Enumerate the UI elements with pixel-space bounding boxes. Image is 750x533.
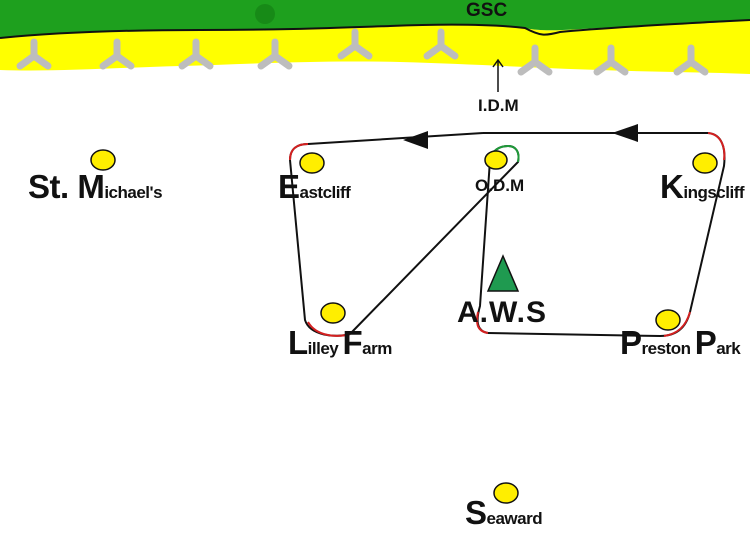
buoy-seaward: [493, 482, 519, 504]
label-rest: arm: [362, 339, 392, 358]
buoy-odm: [484, 150, 508, 170]
odm-label: O.D.M: [475, 176, 525, 195]
buoy-kingscliff: [692, 152, 718, 174]
label-initial: F: [342, 324, 363, 361]
label-rest: ark: [716, 339, 741, 358]
label-initial: P: [620, 324, 642, 361]
label-kingscliff: Kingscliff: [660, 168, 745, 206]
label-initial: E: [278, 168, 300, 205]
groynes: [16, 28, 709, 76]
groyne-icon: [337, 28, 373, 60]
label-initial: S: [465, 494, 487, 531]
buoy-preston-park: [655, 309, 681, 331]
label-preston-park: Preston Park: [620, 324, 741, 362]
coastline: [0, 19, 750, 39]
groyne-icon: [517, 44, 553, 76]
label-rest: ichael's: [104, 183, 163, 202]
land-area: [0, 0, 750, 38]
label-initial: L: [288, 324, 308, 361]
groyne-icon: [593, 44, 629, 76]
groyne-icon: [99, 38, 135, 70]
buoy-st-michaels: [90, 149, 116, 171]
label-rest: illey: [307, 339, 343, 358]
idm-arrow-icon: [492, 58, 504, 92]
direction-arrow-icon: [403, 131, 428, 149]
idm-label: I.D.M: [478, 96, 519, 115]
label-rest: eaward: [486, 509, 543, 528]
label-seaward: Seaward: [465, 494, 543, 532]
aws-label: A.W.S: [457, 296, 548, 329]
label-initial: St. M: [28, 168, 105, 205]
gsc-label: GSC: [466, 0, 508, 21]
label-rest: astcliff: [299, 183, 351, 202]
direction-arrow-icon: [612, 124, 638, 142]
groyne-icon: [257, 38, 293, 70]
aws-triangle-icon: [486, 254, 520, 292]
label-lilley-farm: Lilley Farm: [288, 324, 392, 362]
groyne-icon: [423, 28, 459, 60]
label-initial: P: [694, 324, 717, 361]
buoy-eastcliff: [299, 152, 325, 174]
tree-icon: [255, 4, 275, 24]
buoys: [90, 149, 718, 504]
label-st-michaels: St. Michael's: [28, 168, 163, 206]
label-rest: ingscliff: [683, 183, 745, 202]
label-eastcliff: Eastcliff: [278, 168, 351, 206]
groyne-icon: [16, 38, 52, 70]
label-rest: reston: [641, 339, 695, 358]
label-initial: K: [660, 168, 684, 205]
course-route: [288, 132, 726, 338]
groyne-icon: [178, 38, 214, 70]
buoy-lilley-farm: [320, 302, 346, 324]
groyne-icon: [673, 44, 709, 76]
